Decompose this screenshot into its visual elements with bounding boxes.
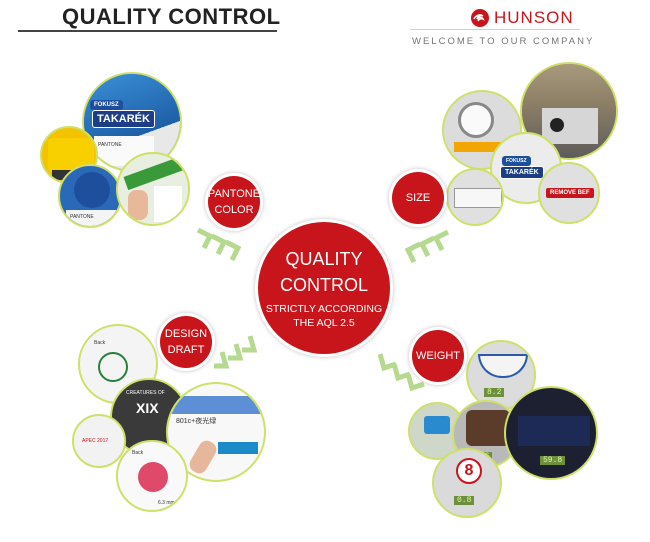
back-text-1: Back bbox=[94, 340, 106, 346]
title-underline bbox=[18, 30, 277, 32]
weight-photo-sticker: 8 0.8 bbox=[432, 448, 502, 518]
eight-text: 8 bbox=[456, 458, 482, 484]
brand-name: HUNSON bbox=[494, 8, 574, 27]
brand-logo: HUNSON bbox=[470, 8, 574, 28]
size-photo-remove-tag: REMOVE BEF bbox=[538, 162, 600, 224]
center-control: CONTROL bbox=[279, 275, 368, 295]
quality-control-circle: QUALITY CONTROL STRICTLY ACCORDING THE A… bbox=[258, 222, 390, 354]
pms-text: 801c+夜光绿 bbox=[176, 418, 217, 425]
chevron-arrow-icon bbox=[214, 335, 258, 369]
design-draft-circle: DESIGN DRAFT bbox=[160, 316, 212, 368]
scale-display-3: 59.8 bbox=[540, 456, 566, 465]
back-text-2: Back bbox=[132, 450, 144, 456]
page-title: QUALITY CONTROL bbox=[62, 4, 281, 29]
chevron-arrow-icon bbox=[196, 227, 242, 262]
size-circle: SIZE bbox=[392, 172, 444, 224]
size-photo-measure bbox=[446, 168, 504, 226]
brand-divider bbox=[410, 29, 580, 30]
chevron-arrow-icon bbox=[378, 353, 425, 392]
design-photo-heart: Back 6.3 mm bbox=[116, 440, 188, 512]
weight-photo-lanyards: 59.8 bbox=[504, 386, 598, 480]
apec-text: APEC 2017 bbox=[82, 438, 109, 444]
design-photo-apec: APEC 2017 bbox=[72, 414, 126, 468]
center-quality: QUALITY bbox=[285, 249, 363, 269]
color-label: COLOR bbox=[214, 204, 254, 216]
remove-text: REMOVE BEF bbox=[546, 188, 594, 198]
center-strictly: STRICTLY ACCORDING bbox=[265, 303, 383, 315]
pantone-color-circle: PANTONE COLOR bbox=[208, 176, 260, 228]
pantone-text-2: PANTONE bbox=[70, 214, 94, 220]
scale-display-4: 0.8 bbox=[454, 496, 475, 505]
scale-display-1: 8.2 bbox=[484, 388, 505, 397]
weight-circle: WEIGHT bbox=[412, 330, 464, 382]
chevron-arrow-icon bbox=[404, 229, 450, 264]
fokusz-text-2: FOKUSZ bbox=[502, 156, 531, 166]
pantone-photo-blue: PANTONE bbox=[58, 164, 122, 228]
size-label: SIZE bbox=[405, 192, 431, 204]
design-label: DESIGN bbox=[164, 328, 208, 340]
takarek-text: TAKARÉK bbox=[92, 110, 155, 128]
takarek-text-2: TAKARÉK bbox=[500, 166, 544, 179]
pantone-photo-swatch bbox=[116, 152, 190, 226]
pantone-label: PANTONE bbox=[207, 188, 261, 200]
center-aql: THE AQL 2.5 bbox=[293, 317, 355, 329]
fokusz-text: FOKUSZ bbox=[90, 100, 123, 110]
weight-label: WEIGHT bbox=[416, 350, 460, 362]
welcome-text: WELCOME TO OUR COMPANY bbox=[412, 36, 595, 47]
hunson-logo-icon bbox=[471, 9, 489, 27]
draft-label: DRAFT bbox=[167, 344, 205, 356]
pantone-text-1: PANTONE bbox=[98, 142, 122, 148]
xix-text: XIX bbox=[136, 400, 159, 416]
mm-text: 6.3 mm bbox=[158, 500, 175, 506]
creatures-text-1: CREATURES OF bbox=[126, 390, 165, 396]
design-photo-screen: 801c+夜光绿 bbox=[166, 382, 266, 482]
